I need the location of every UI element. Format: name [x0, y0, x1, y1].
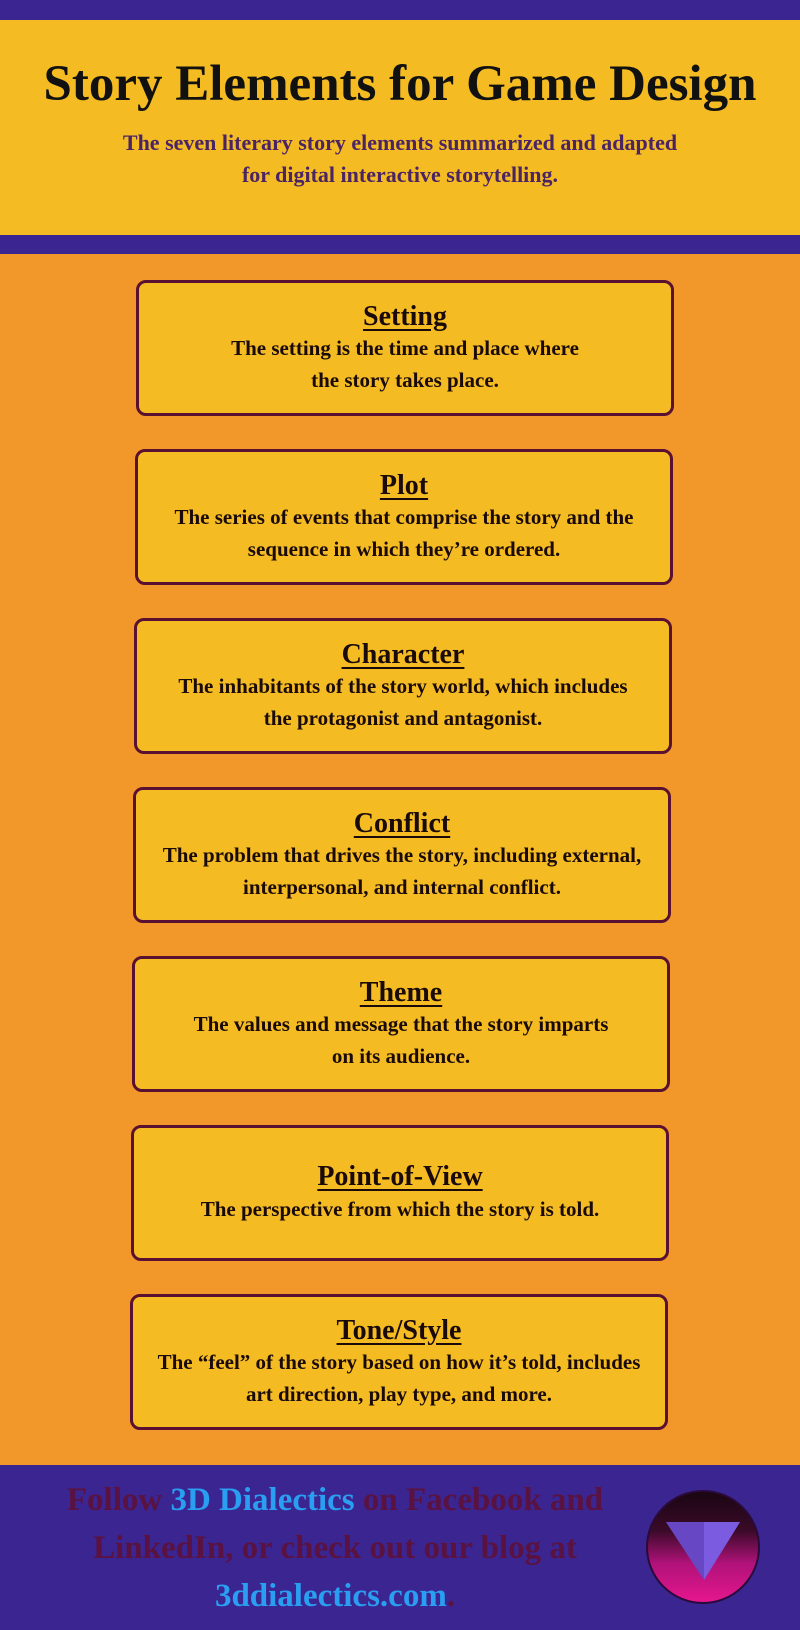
- brand-logo: [646, 1490, 760, 1604]
- footer-text-part: .: [446, 1577, 456, 1614]
- element-card-conflict: Conflict The problem that drives the sto…: [133, 787, 671, 923]
- page-subtitle: The seven literary story elements summar…: [122, 130, 678, 188]
- element-title: Theme: [359, 976, 443, 1008]
- footer-text-part: on Facebook and LinkedIn, or check out o…: [93, 1482, 604, 1566]
- element-title: Plot: [379, 469, 429, 501]
- footer: Follow 3D Dialectics on Facebook and Lin…: [0, 1465, 800, 1630]
- element-card-point-of-view: Point-of-View The perspective from which…: [131, 1125, 669, 1261]
- element-card-theme: Theme The values and message that the st…: [132, 956, 670, 1092]
- element-description: The inhabitants of the story world, whic…: [178, 674, 628, 730]
- brand-name: 3D Dialectics: [170, 1482, 355, 1518]
- element-title: Character: [341, 638, 465, 670]
- element-title: Conflict: [353, 807, 451, 839]
- footer-text-part: Follow: [66, 1482, 171, 1518]
- element-title: Tone/Style: [336, 1314, 462, 1346]
- element-description: The “feel” of the story based on how it’…: [157, 1350, 641, 1406]
- element-card-plot: Plot The series of events that comprise …: [135, 449, 673, 585]
- element-card-tone-style: Tone/Style The “feel” of the story based…: [130, 1294, 668, 1430]
- elements-list: Setting The setting is the time and plac…: [0, 254, 800, 1465]
- triangle-logo-icon: [666, 1522, 740, 1580]
- header-divider-band: [0, 235, 800, 254]
- header: Story Elements for Game Design The seven…: [0, 20, 800, 235]
- page-title: Story Elements for Game Design: [43, 56, 757, 112]
- footer-text: Follow 3D Dialectics on Facebook and Lin…: [40, 1477, 630, 1621]
- element-card-character: Character The inhabitants of the story w…: [134, 618, 672, 754]
- element-description: The problem that drives the story, inclu…: [162, 843, 642, 899]
- element-description: The perspective from which the story is …: [200, 1197, 600, 1222]
- element-title: Setting: [363, 300, 447, 332]
- element-description: The series of events that comprise the s…: [174, 505, 634, 561]
- website-link[interactable]: 3ddialectics.com: [214, 1577, 447, 1614]
- top-band: [0, 0, 800, 20]
- element-description: The setting is the time and place where …: [231, 336, 579, 392]
- element-description: The values and message that the story im…: [193, 1012, 609, 1068]
- element-title: Point-of-View: [317, 1161, 483, 1193]
- element-card-setting: Setting The setting is the time and plac…: [136, 280, 674, 416]
